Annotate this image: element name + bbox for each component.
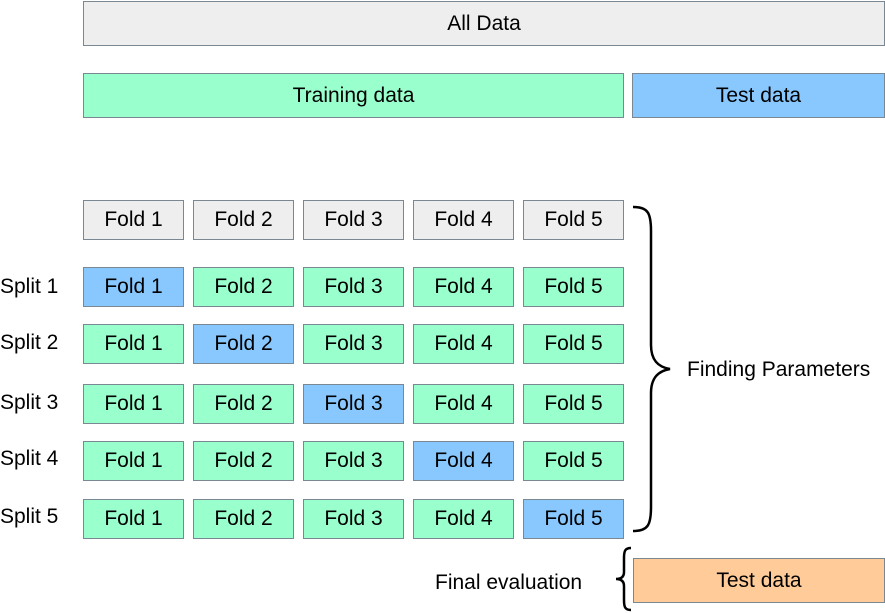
fold-cell: Fold 3 xyxy=(303,324,404,364)
fold-cell-label: Fold 5 xyxy=(544,507,603,530)
fold-cell: Fold 4 xyxy=(413,324,514,364)
final-test-data-box: Test data xyxy=(633,558,885,603)
fold-header-label: Fold 4 xyxy=(434,208,493,231)
test-data-label: Test data xyxy=(715,83,802,107)
fold-cell-label: Fold 2 xyxy=(214,332,273,355)
fold-cell: Fold 1 xyxy=(83,324,184,364)
final-evaluation-brace xyxy=(615,546,632,612)
fold-cell-label: Fold 3 xyxy=(324,449,383,472)
fold-cell: Fold 4 xyxy=(413,499,514,539)
fold-cell-label: Fold 4 xyxy=(434,507,493,530)
fold-cell-label: Fold 2 xyxy=(214,449,273,472)
training-data-label: Training data xyxy=(292,83,415,107)
fold-header-cell: Fold 1 xyxy=(83,200,184,240)
fold-cell: Fold 4 xyxy=(413,384,514,424)
fold-cell: Fold 3 xyxy=(303,499,404,539)
split-label: Split 5 xyxy=(0,505,59,528)
fold-cell-label: Fold 5 xyxy=(544,392,603,415)
fold-cell-label: Fold 4 xyxy=(434,275,493,298)
fold-cell: Fold 1 xyxy=(83,384,184,424)
fold-cell-label: Fold 2 xyxy=(214,507,273,530)
all-data-label: All Data xyxy=(447,11,521,35)
fold-cell-label: Fold 1 xyxy=(104,275,163,298)
fold-cell-label: Fold 4 xyxy=(434,332,493,355)
fold-cell-label: Fold 3 xyxy=(324,275,383,298)
fold-header-cell: Fold 4 xyxy=(413,200,514,240)
fold-cell: Fold 1 xyxy=(83,267,184,307)
fold-cell-label: Fold 3 xyxy=(324,507,383,530)
fold-cell: Fold 3 xyxy=(303,384,404,424)
fold-header-cell: Fold 5 xyxy=(523,200,624,240)
test-data-box: Test data xyxy=(632,73,885,118)
fold-header-cell: Fold 2 xyxy=(193,200,294,240)
finding-parameters-brace xyxy=(632,205,671,533)
fold-cell-label: Fold 3 xyxy=(324,332,383,355)
fold-cell: Fold 5 xyxy=(523,441,624,481)
fold-cell-label: Fold 4 xyxy=(434,449,493,472)
fold-cell-label: Fold 1 xyxy=(104,392,163,415)
fold-cell-label: Fold 1 xyxy=(104,332,163,355)
fold-header-cell: Fold 3 xyxy=(303,200,404,240)
fold-cell: Fold 1 xyxy=(83,441,184,481)
training-data-box: Training data xyxy=(83,73,624,118)
fold-cell-label: Fold 5 xyxy=(544,332,603,355)
fold-cell-label: Fold 1 xyxy=(104,507,163,530)
fold-cell: Fold 4 xyxy=(413,441,514,481)
fold-header-label: Fold 3 xyxy=(324,208,383,231)
fold-cell: Fold 5 xyxy=(523,324,624,364)
split-label: Split 4 xyxy=(0,447,59,470)
fold-header-label: Fold 5 xyxy=(544,208,603,231)
fold-cell: Fold 1 xyxy=(83,499,184,539)
fold-cell-label: Fold 2 xyxy=(214,275,273,298)
fold-cell-label: Fold 1 xyxy=(104,449,163,472)
fold-cell-label: Fold 2 xyxy=(214,392,273,415)
fold-cell-label: Fold 3 xyxy=(324,392,383,415)
fold-header-label: Fold 2 xyxy=(214,208,273,231)
fold-cell: Fold 2 xyxy=(193,324,294,364)
all-data-box: All Data xyxy=(83,1,885,46)
split-label: Split 1 xyxy=(0,275,59,298)
split-label: Split 3 xyxy=(0,391,59,414)
final-evaluation-label: Final evaluation xyxy=(435,571,583,594)
final-test-data-label: Test data xyxy=(716,568,802,592)
fold-cell-label: Fold 4 xyxy=(434,392,493,415)
finding-parameters-label: Finding Parameters xyxy=(687,358,871,381)
fold-cell: Fold 5 xyxy=(523,267,624,307)
fold-cell: Fold 3 xyxy=(303,441,404,481)
fold-cell: Fold 5 xyxy=(523,499,624,539)
fold-cell: Fold 3 xyxy=(303,267,404,307)
split-label: Split 2 xyxy=(0,331,59,354)
fold-cell: Fold 2 xyxy=(193,384,294,424)
fold-cell: Fold 2 xyxy=(193,267,294,307)
fold-cell: Fold 4 xyxy=(413,267,514,307)
fold-cell-label: Fold 5 xyxy=(544,275,603,298)
fold-header-label: Fold 1 xyxy=(104,208,163,231)
fold-cell: Fold 5 xyxy=(523,384,624,424)
fold-cell: Fold 2 xyxy=(193,441,294,481)
fold-cell-label: Fold 5 xyxy=(544,449,603,472)
fold-cell: Fold 2 xyxy=(193,499,294,539)
